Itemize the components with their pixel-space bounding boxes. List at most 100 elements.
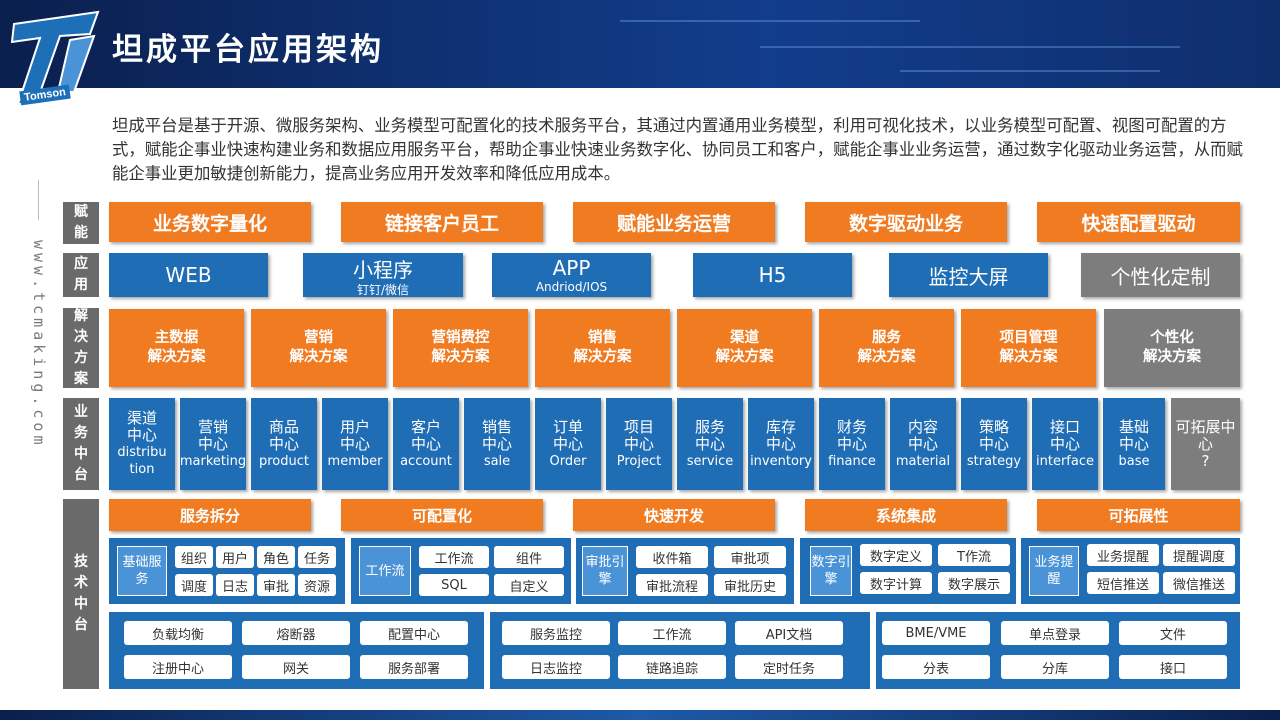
infra-cell: 熔断器 xyxy=(242,621,350,645)
panel-cell: 提醒调度 xyxy=(1163,544,1235,566)
panel-cell: 用户 xyxy=(216,546,254,568)
panel-cell: 组件 xyxy=(494,546,564,568)
center-name: 接口 xyxy=(1049,417,1080,436)
app-app: APP Andriod/IOS xyxy=(492,253,651,297)
infra-cell: 配置中心 xyxy=(360,621,468,645)
solution-name: 项目管理 xyxy=(999,330,1058,346)
center-name: 策略 xyxy=(978,417,1009,436)
solution-name: 个性化 xyxy=(1150,330,1194,346)
app-custom: 个性化定制 xyxy=(1081,253,1240,297)
infra-cell: 定时任务 xyxy=(735,655,843,679)
center-en: account xyxy=(400,453,452,469)
app-name: 个性化定制 xyxy=(1110,264,1211,289)
panel-cell: 角色 xyxy=(257,546,295,568)
center-en: strategy xyxy=(966,453,1022,469)
center-name: 库存 xyxy=(765,417,796,436)
tech-panel-basic-service: 基础服务 组织 用户 角色 任务 调度 日志 审批 资源 xyxy=(109,538,345,604)
empower-item: 赋能业务运营 xyxy=(573,202,775,242)
center-en: interface xyxy=(1036,453,1094,469)
center-suffix: 中心 xyxy=(1049,434,1080,453)
solution-suffix: 解决方案 xyxy=(857,349,916,365)
infra-cell: API文档 xyxy=(735,621,843,645)
infra-cell: 服务部署 xyxy=(360,655,468,679)
center-suffix: 中心 xyxy=(197,434,228,453)
panel-cell: 微信推送 xyxy=(1163,572,1235,594)
solution-item: 主数据解决方案 xyxy=(109,309,244,387)
center-en: Order xyxy=(549,453,587,469)
app-name: 监控大屏 xyxy=(928,264,1009,289)
solution-item: 营销解决方案 xyxy=(251,309,386,387)
row-label-solutions: 解决方案 xyxy=(63,308,99,388)
solution-item: 项目管理解决方案 xyxy=(961,309,1096,387)
center-name: 财务 xyxy=(836,417,867,436)
infra-cell: BME/VME xyxy=(882,621,990,645)
solution-item: 销售解决方案 xyxy=(535,309,670,387)
center-name: 基础 xyxy=(1118,417,1149,436)
row-label-apps: 应用 xyxy=(63,253,99,297)
center-name: 可拓展中 xyxy=(1175,417,1236,436)
business-center: 可拓展中心? xyxy=(1171,398,1240,490)
panel-cell: 调度 xyxy=(175,574,213,596)
app-name: APP xyxy=(552,256,591,280)
infra-cell: 单点登录 xyxy=(1001,621,1109,645)
center-en: product xyxy=(258,453,309,469)
panel-cell: T作流 xyxy=(938,544,1010,566)
center-name: 销售 xyxy=(481,417,512,436)
panel-title: 基础服务 xyxy=(117,546,167,596)
panel-cell: 审批项 xyxy=(714,546,786,568)
center-en: Project xyxy=(616,453,662,469)
solution-name: 营销 xyxy=(304,330,333,346)
infra-cell: 工作流 xyxy=(618,621,726,645)
solution-name: 服务 xyxy=(872,330,901,346)
infra-cell: 接口 xyxy=(1119,655,1227,679)
center-name: 项目 xyxy=(623,417,654,436)
infra-cell: 分库 xyxy=(1001,655,1109,679)
center-en: member xyxy=(327,453,383,469)
solution-item: 个性化解决方案 xyxy=(1104,309,1240,387)
app-sub: Andriod/IOS xyxy=(535,280,608,294)
tech-header: 可配置化 xyxy=(341,499,543,531)
center-name: 客户 xyxy=(410,417,441,436)
center-en: distribu xyxy=(117,445,167,460)
tech-panel-business-reminder: 业务提醒 业务提醒 提醒调度 短信推送 微信推送 xyxy=(1021,538,1240,604)
app-name: 小程序 xyxy=(353,257,413,282)
center-en: ? xyxy=(1201,451,1210,470)
solution-suffix: 解决方案 xyxy=(715,349,774,365)
app-web: WEB xyxy=(109,253,268,297)
center-suffix: 中心 xyxy=(1118,434,1149,453)
center-suffix: 中心 xyxy=(410,434,441,453)
solution-suffix: 解决方案 xyxy=(999,349,1058,365)
infra-cell: 文件 xyxy=(1119,621,1227,645)
panel-title: 审批引擎 xyxy=(582,546,628,596)
panel-cell: 数字定义 xyxy=(860,544,932,566)
solution-suffix: 解决方案 xyxy=(289,349,348,365)
panel-cell: 自定义 xyxy=(494,574,564,596)
panel-cell: 工作流 xyxy=(419,546,489,568)
tomson-logo xyxy=(10,10,100,105)
page-title: 坦成平台应用架构 xyxy=(112,32,384,68)
infra-cell: 链路追踪 xyxy=(618,655,726,679)
center-suffix: 中心 xyxy=(552,434,583,453)
infra-panel-1: 负载均衡 熔断器 配置中心 注册中心 网关 服务部署 xyxy=(109,612,484,689)
panel-cell: SQL xyxy=(419,574,489,596)
center-en-2: tion xyxy=(129,462,155,477)
center-en: base xyxy=(1118,453,1150,469)
solution-name: 主数据 xyxy=(154,330,199,346)
app-sub: 钉钉/微信 xyxy=(356,282,410,297)
solution-suffix: 解决方案 xyxy=(573,349,632,365)
panel-cell: 短信推送 xyxy=(1087,572,1159,594)
row-label-empower: 赋能 xyxy=(63,202,99,244)
app-name: WEB xyxy=(165,263,212,287)
tech-panel-workflow: 工作流 工作流 组件 SQL 自定义 xyxy=(351,538,571,604)
empower-item: 链接客户员工 xyxy=(341,202,543,242)
app-dashboard: 监控大屏 xyxy=(889,253,1048,297)
center-name: 营销 xyxy=(197,417,228,436)
